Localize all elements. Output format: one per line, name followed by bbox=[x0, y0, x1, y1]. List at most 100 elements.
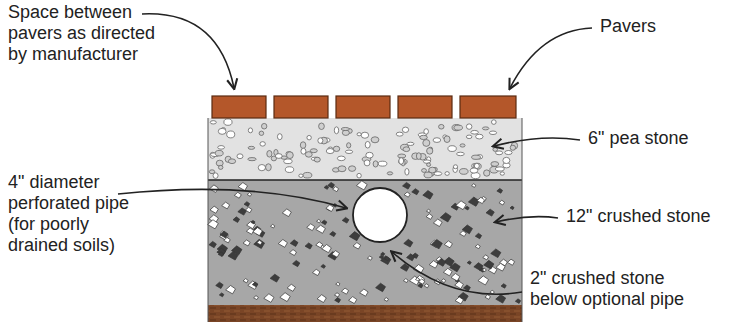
pea-stone bbox=[338, 166, 346, 172]
crushed-stone bbox=[270, 224, 274, 228]
crushed-stone bbox=[467, 261, 471, 265]
crushed-stone bbox=[335, 298, 341, 303]
crushed-stone bbox=[252, 282, 258, 287]
pea-stone bbox=[210, 121, 216, 124]
pea-stone bbox=[484, 170, 490, 176]
crushed-stone bbox=[321, 264, 326, 268]
pea-stone bbox=[224, 119, 232, 125]
pea-stone bbox=[287, 152, 294, 159]
pea-stone bbox=[505, 150, 512, 154]
pea-stone bbox=[460, 169, 469, 175]
crushed-stone bbox=[264, 294, 274, 303]
crushed-stone bbox=[450, 263, 460, 272]
crushed-stone bbox=[316, 225, 326, 233]
crushed-stone bbox=[226, 285, 236, 293]
crushed-stone bbox=[293, 260, 300, 266]
pea-stone bbox=[407, 142, 414, 145]
pea-stone bbox=[303, 172, 312, 178]
crushed-stone bbox=[423, 191, 433, 200]
crushed-stone bbox=[484, 260, 494, 269]
pea-stone bbox=[503, 157, 510, 163]
crushed-stone bbox=[217, 248, 226, 255]
crushed-stone bbox=[234, 192, 241, 198]
pea-stone bbox=[284, 159, 292, 164]
pea-stone bbox=[454, 125, 463, 130]
crushed-stone bbox=[208, 220, 219, 229]
crushed-stone bbox=[270, 274, 279, 282]
pea-stone bbox=[262, 123, 267, 129]
pea-stone bbox=[424, 129, 429, 135]
pea-stone bbox=[423, 140, 430, 147]
crushed-stone bbox=[254, 239, 265, 248]
pea-stone bbox=[457, 152, 465, 156]
crushed-stone bbox=[341, 288, 348, 294]
pea-stone bbox=[258, 165, 265, 171]
crushed-stone bbox=[460, 231, 467, 237]
crushed-stone bbox=[245, 207, 252, 213]
crushed-stone bbox=[491, 249, 501, 258]
crushed-stone bbox=[455, 297, 463, 304]
pea-stone bbox=[500, 172, 504, 175]
pea-stone bbox=[495, 167, 504, 171]
crushed-stone bbox=[307, 224, 315, 231]
crushed-stone bbox=[247, 193, 251, 197]
pea-stone bbox=[361, 132, 369, 138]
crushed-stone bbox=[478, 276, 489, 285]
pea-stone bbox=[491, 120, 496, 125]
pea-stone bbox=[266, 164, 272, 171]
pea-stone bbox=[228, 159, 235, 164]
crushed-stone bbox=[403, 279, 408, 283]
pea-stone bbox=[299, 174, 303, 177]
pea-stone bbox=[427, 148, 433, 154]
pea-stone bbox=[345, 150, 352, 153]
pea-stone bbox=[448, 146, 456, 152]
crushed-stone bbox=[219, 293, 224, 297]
crushed-stone bbox=[465, 206, 469, 210]
callout-label: Space between pavers as directed by manu… bbox=[8, 2, 168, 65]
pea-stone bbox=[248, 128, 252, 133]
crushed-stone bbox=[248, 281, 258, 289]
pea-stone-layer bbox=[208, 118, 522, 180]
crushed-stone bbox=[247, 221, 256, 229]
crushed-stone bbox=[515, 299, 520, 304]
pea-stone bbox=[470, 168, 478, 173]
crushed-stone bbox=[238, 208, 246, 215]
crushed-stone bbox=[415, 278, 419, 281]
pea-stone bbox=[422, 169, 427, 173]
crushed-stone bbox=[280, 293, 290, 302]
pea-stone bbox=[347, 143, 351, 148]
crushed-stone bbox=[290, 250, 297, 256]
crushed-stone bbox=[243, 279, 248, 283]
pea-stone bbox=[366, 152, 373, 158]
callout-label: 6" pea stone bbox=[588, 128, 688, 149]
crushed-stone bbox=[316, 242, 323, 248]
pea-stone bbox=[466, 135, 472, 138]
crushed-stone bbox=[210, 206, 218, 213]
leader-line bbox=[142, 14, 234, 88]
crushed-stone bbox=[441, 279, 445, 283]
crushed-stone bbox=[496, 263, 505, 271]
crushed-stone bbox=[456, 201, 466, 210]
pea-stone bbox=[307, 135, 311, 139]
paver bbox=[460, 96, 516, 118]
crushed-stone bbox=[330, 231, 336, 236]
pea-stone bbox=[267, 151, 272, 158]
crushed-stone bbox=[486, 209, 494, 216]
crushed-stone bbox=[403, 182, 411, 189]
crushed-stone bbox=[254, 296, 259, 300]
pea-stone bbox=[371, 137, 379, 143]
crushed-stone bbox=[222, 202, 230, 209]
leader-line bbox=[494, 138, 580, 146]
crushed-stone bbox=[499, 200, 505, 205]
pea-stone bbox=[403, 147, 410, 152]
paver bbox=[212, 96, 266, 118]
crushed-stone bbox=[475, 244, 480, 248]
crushed-stone bbox=[451, 273, 460, 281]
crushed-stone bbox=[238, 183, 247, 191]
crushed-stone bbox=[443, 268, 452, 276]
crushed-stone bbox=[426, 209, 430, 212]
pea-stone bbox=[429, 167, 436, 173]
pea-stone bbox=[248, 146, 255, 149]
pea-stone bbox=[510, 145, 515, 150]
crushed-stone bbox=[444, 241, 452, 248]
